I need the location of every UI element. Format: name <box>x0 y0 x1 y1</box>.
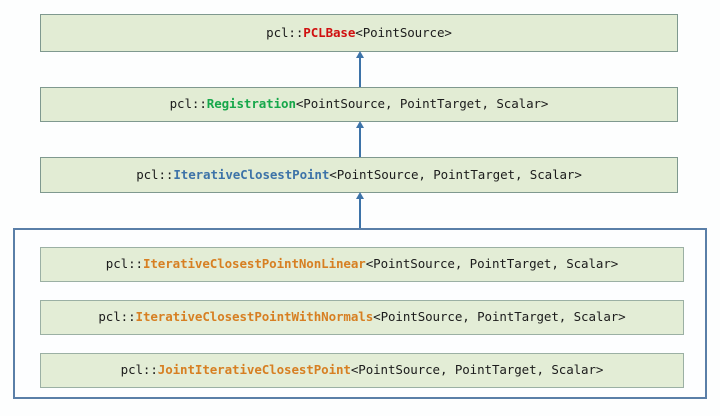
template-args-jointiterativeclosestpoint: <PointSource, PointTarget, Scalar> <box>350 362 604 378</box>
class-name-iterativeclosestpointwithnormals: IterativeClosestPointWithNormals <box>135 309 374 325</box>
namespace-prefix: pcl:: <box>136 166 174 182</box>
inheritance-arrowhead-icp-to-registration <box>356 121 364 128</box>
template-args-iterativeclosestpointnonlinear: <PointSource, PointTarget, Scalar> <box>365 256 619 272</box>
inheritance-arrowhead-derived-to-icp <box>356 192 364 199</box>
class-node-jointiterativeclosestpoint[interactable]: pcl::JointIterativeClosestPoint<PointSou… <box>40 353 684 388</box>
class-name-iterativeclosestpoint: IterativeClosestPoint <box>173 166 330 182</box>
class-node-iterativeclosestpoint[interactable]: pcl::IterativeClosestPoint<PointSource, … <box>40 157 678 193</box>
inheritance-edge-derived-to-icp <box>359 194 361 228</box>
class-name-registration: Registration <box>206 96 296 112</box>
template-args-registration: <PointSource, PointTarget, Scalar> <box>295 96 549 112</box>
namespace-prefix: pcl:: <box>169 96 207 112</box>
class-node-iterativeclosestpointwithnormals[interactable]: pcl::IterativeClosestPointWithNormals<Po… <box>40 300 684 335</box>
class-node-pclbase[interactable]: pcl::PCLBase<PointSource> <box>40 14 678 52</box>
inheritance-arrowhead-registration-to-pclbase <box>356 51 364 58</box>
class-name-pclbase: PCLBase <box>303 24 356 40</box>
class-node-iterativeclosestpointnonlinear[interactable]: pcl::IterativeClosestPointNonLinear<Poin… <box>40 247 684 282</box>
class-node-iterativeclosestpoint-label: pcl::IterativeClosestPoint<PointSource, … <box>136 166 582 182</box>
class-node-iterativeclosestpointnonlinear-label: pcl::IterativeClosestPointNonLinear<Poin… <box>105 256 619 272</box>
class-node-iterativeclosestpointwithnormals-label: pcl::IterativeClosestPointWithNormals<Po… <box>98 311 625 324</box>
class-node-pclbase-label: pcl::PCLBase<PointSource> <box>266 24 452 40</box>
class-node-jointiterativeclosestpoint-label: pcl::JointIterativeClosestPoint<PointSou… <box>121 364 604 377</box>
inheritance-edge-icp-to-registration <box>359 123 361 157</box>
class-node-registration-label: pcl::Registration<PointSource, PointTarg… <box>170 98 549 111</box>
template-args-iterativeclosestpointwithnormals: <PointSource, PointTarget, Scalar> <box>373 309 626 325</box>
class-node-registration[interactable]: pcl::Registration<PointSource, PointTarg… <box>40 87 678 122</box>
class-name-jointiterativeclosestpoint: JointIterativeClosestPoint <box>157 362 351 378</box>
namespace-prefix: pcl:: <box>105 256 143 272</box>
template-args-pclbase: <PointSource> <box>355 24 452 40</box>
class-name-iterativeclosestpointnonlinear: IterativeClosestPointNonLinear <box>142 256 366 272</box>
namespace-prefix: pcl:: <box>120 362 158 378</box>
template-args-iterativeclosestpoint: <PointSource, PointTarget, Scalar> <box>329 166 582 182</box>
namespace-prefix: pcl:: <box>98 309 136 325</box>
namespace-prefix: pcl:: <box>266 24 304 40</box>
derived-classes-group: pcl::IterativeClosestPointNonLinear<Poin… <box>13 228 707 399</box>
inheritance-edge-registration-to-pclbase <box>359 53 361 87</box>
